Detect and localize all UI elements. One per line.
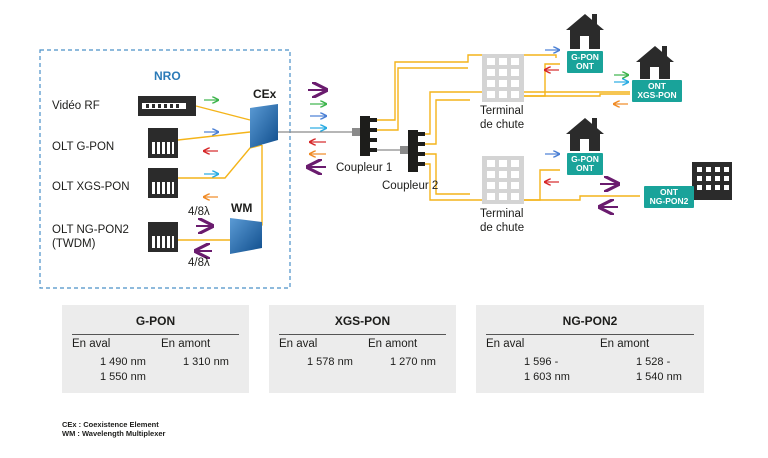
ont-badge-line: ONT — [648, 81, 666, 91]
legend-value: 1 310 nm — [183, 356, 229, 368]
legend-value: 1 270 nm — [390, 356, 436, 368]
terminal-bottom-building — [482, 156, 524, 204]
coupler-2-label: Coupleur 2 — [382, 180, 439, 192]
video-rf-device — [138, 96, 196, 116]
legend-value: 1 540 nm — [636, 371, 682, 383]
ont-badge-gpon-2: G-PON ONT — [567, 153, 603, 175]
legend-value: 1 490 nm — [100, 356, 146, 368]
terminal-bottom-label-line1: Terminal — [480, 208, 524, 220]
source-label-olt-xgspon: OLT XGS-PON — [52, 181, 130, 193]
ont-badge-gpon-1: G-PON ONT — [567, 51, 603, 73]
ont-badge-line: ONT — [576, 163, 594, 173]
house-icon — [636, 46, 674, 79]
terminal-top-label-line1: Terminal — [480, 105, 524, 117]
legend-up-label: En amont — [368, 338, 418, 350]
house-icon — [566, 14, 604, 49]
legend-value: 1 550 nm — [100, 371, 146, 383]
legend-ngpon2: NG-PON2 En aval En amont 1 596 - 1 603 n… — [476, 305, 704, 393]
nro-fibers — [177, 105, 263, 241]
distribution-fibers — [377, 54, 640, 201]
ont-badge-line: ONT — [576, 61, 594, 71]
ont-badge-line: NG-PON2 — [649, 196, 689, 206]
legend-up-label: En amont — [161, 338, 211, 350]
terminal-bottom-label-line2: de chute — [480, 222, 525, 234]
legend-up-label: En amont — [600, 338, 650, 350]
legend-divider — [72, 334, 239, 335]
ont-badge-xgspon: ONT XGS-PON — [632, 80, 682, 102]
ont-badge-line: G-PON — [571, 154, 599, 164]
lambda-label-bottom: 4/8λ — [188, 257, 210, 269]
coupler-2-shape — [400, 130, 425, 172]
wm-label: WM — [231, 201, 253, 215]
legend-title: NG-PON2 — [562, 314, 618, 328]
ont-badge-line: G-PON — [571, 52, 599, 62]
lambda-label-top: 4/8λ — [188, 206, 210, 218]
legend-divider — [279, 334, 446, 335]
olt-gpon-device — [148, 128, 178, 158]
legend-title: G-PON — [135, 314, 176, 328]
source-label-video-rf: Vidéo RF — [52, 100, 100, 112]
legend-down-label: En aval — [72, 338, 111, 350]
terminal-top-building — [482, 54, 524, 102]
terminal-top-label-line2: de chute — [480, 119, 525, 131]
legend-value: 1 603 nm — [524, 371, 570, 383]
cex-shape — [250, 104, 278, 148]
legend-gpon: G-PON En aval En amont 1 490 nm 1 550 nm… — [62, 305, 249, 393]
trunk-arrows — [308, 90, 326, 167]
legend-xgspon: XGS-PON En aval En amont 1 578 nm 1 270 … — [269, 305, 456, 393]
ont-badge-line: ONT — [660, 187, 678, 197]
source-label-olt-gpon: OLT G-PON — [52, 141, 115, 153]
ont-badge-line: XGS-PON — [637, 90, 677, 100]
legend-divider — [486, 334, 694, 335]
legend-value: 1 578 nm — [307, 356, 353, 368]
footnote-wm: WM : Wavelength Multiplexer — [62, 429, 166, 438]
coupler-1-shape — [352, 116, 377, 156]
legend-down-label: En aval — [486, 338, 525, 350]
ont-badge-ngpon2: ONT NG-PON2 — [644, 186, 694, 208]
house-icon — [566, 118, 604, 151]
source-label-twdm: (TWDM) — [52, 238, 96, 250]
legend-value: 1 596 - — [524, 356, 559, 368]
nro-frame — [39, 49, 291, 289]
coupler-1-label: Coupleur 1 — [336, 162, 393, 174]
legend-down-label: En aval — [279, 338, 318, 350]
source-label-olt-ngpon2: OLT NG-PON2 — [52, 224, 129, 236]
legend-value: 1 528 - — [636, 356, 671, 368]
wm-shape — [230, 218, 262, 254]
olt-xgspon-device — [148, 168, 178, 198]
olt-ngpon2-device — [148, 222, 178, 252]
legend-title: XGS-PON — [334, 314, 391, 328]
nro-title: NRO — [154, 69, 181, 83]
apartment-building-icon — [692, 162, 732, 200]
cex-label: CEx — [253, 87, 277, 101]
footnote-cex: CEx : Coexistence Element — [62, 420, 159, 429]
